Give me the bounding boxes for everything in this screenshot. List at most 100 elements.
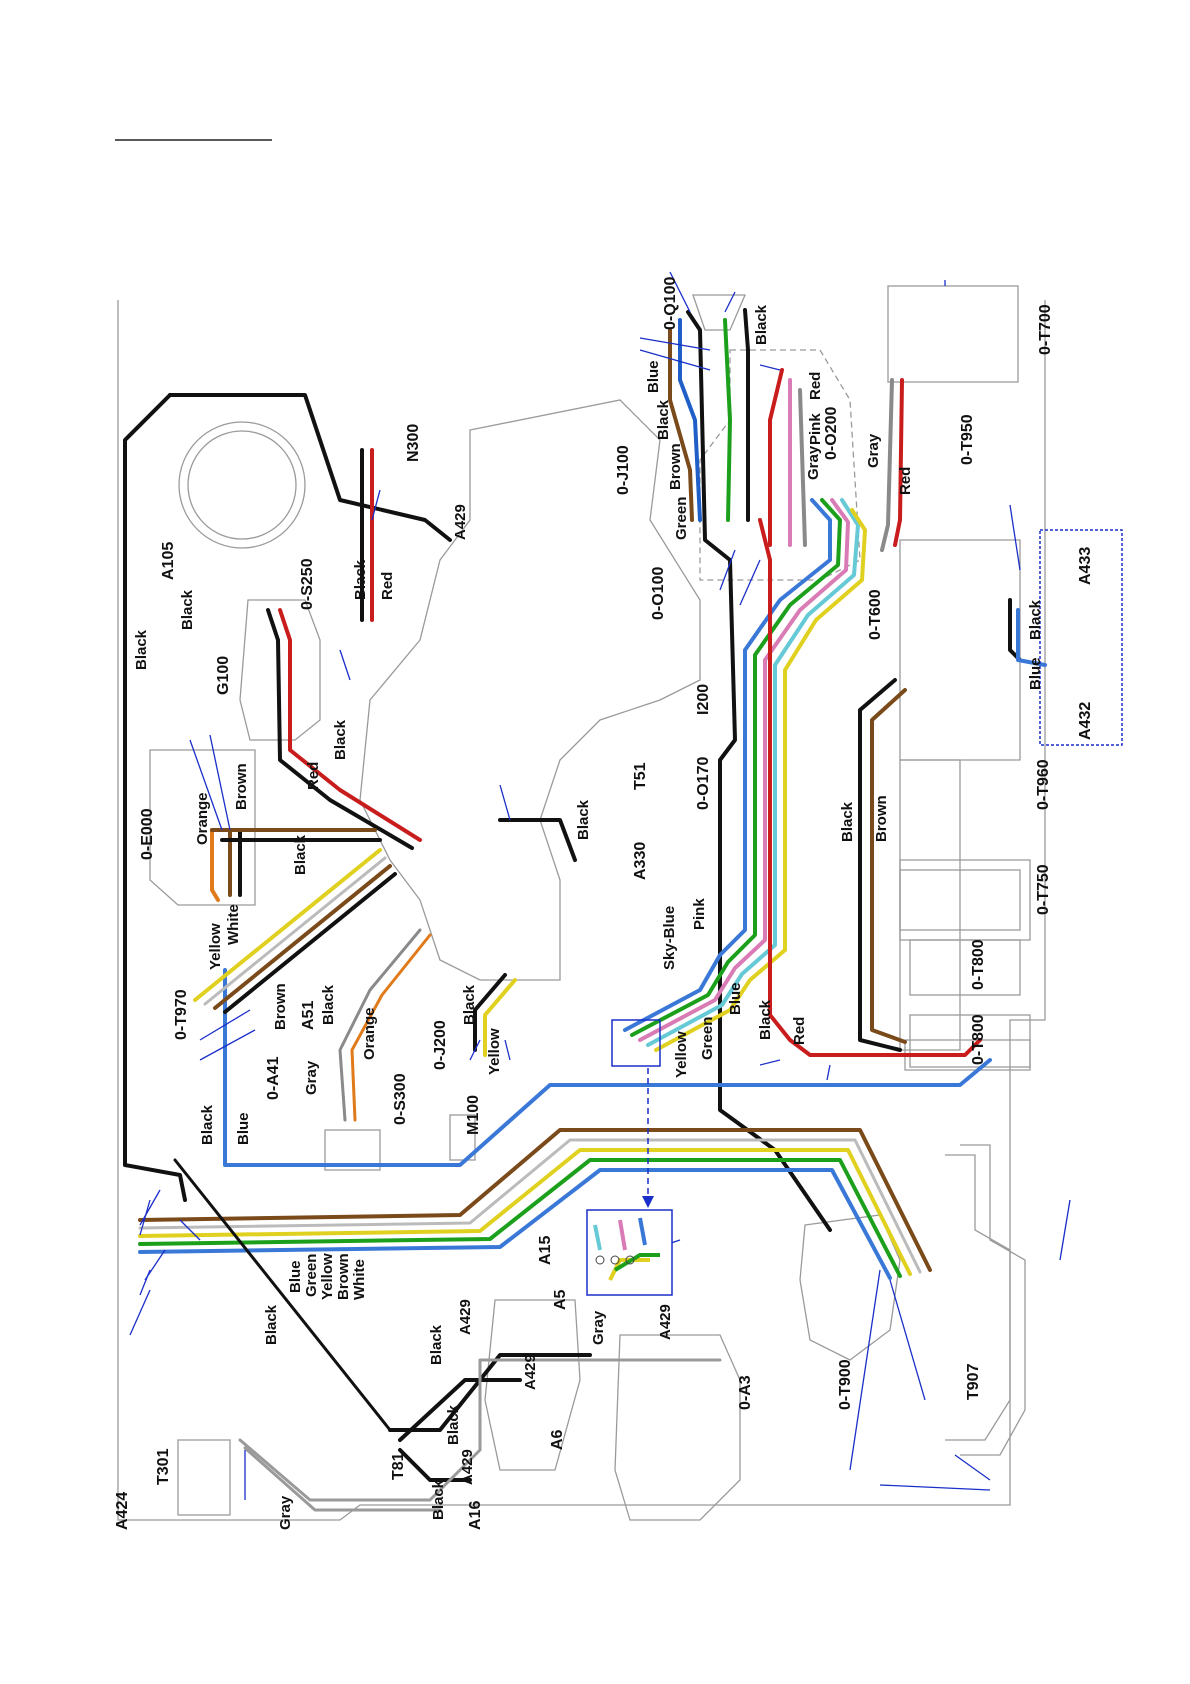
wire-label-blue-mid: Blue <box>727 982 744 1015</box>
wire-label-black-left: Black <box>133 629 150 670</box>
label-T51: T51 <box>632 762 649 790</box>
wire-runs <box>123 308 1047 1512</box>
label-A429-d: A429 <box>459 1449 476 1485</box>
label-0-A3: 0-A3 <box>737 1375 754 1410</box>
label-A5: A5 <box>552 1289 569 1310</box>
a433-a432-box <box>1039 529 1123 746</box>
wire-label-black-j200: Black <box>461 984 478 1025</box>
wire-label-black-t970: Black <box>320 984 337 1025</box>
label-A429-a: A429 <box>457 1299 474 1335</box>
wire-label-yellow-j200: Yellow <box>486 1028 503 1075</box>
wire-label-gray-s300: Gray <box>303 1060 320 1095</box>
component-labels: 0-Q100 0-T700 0-O200 0-J100 N300 A429 A1… <box>114 277 1094 1530</box>
label-0-O200: 0-O200 <box>823 407 840 460</box>
label-A424: A424 <box>114 1492 131 1530</box>
wire-label-black-right: Black <box>839 801 856 842</box>
wire-label-black-q100b: Black <box>753 304 770 345</box>
label-0-T600: 0-T600 <box>867 589 884 640</box>
label-0-O170: 0-O170 <box>695 757 712 810</box>
label-A432: A432 <box>1077 702 1094 740</box>
wire-label-brown-bundle: Brown <box>335 1253 352 1300</box>
wire-label-gray-right: Gray <box>865 433 882 468</box>
wire-label-black-e000: Black <box>292 834 309 875</box>
label-A429-b: A429 <box>657 1304 674 1340</box>
label-A6: A6 <box>549 1429 566 1450</box>
zoom-arrowhead <box>642 1196 654 1208</box>
label-0-E000: 0-E000 <box>139 808 156 860</box>
wire-label-black-mid: Black <box>757 999 774 1040</box>
wire-label-black-a433: Black <box>1027 599 1044 640</box>
wire-label-skyblue: Sky-Blue <box>661 906 678 970</box>
wire-label-green-q100: Green <box>673 497 690 540</box>
wire-label-pink-o200: Pink <box>807 413 824 445</box>
label-A330: A330 <box>632 842 649 880</box>
label-A51: A51 <box>300 1001 317 1030</box>
label-0-T970: 0-T970 <box>173 989 190 1040</box>
label-N300: N300 <box>405 424 422 462</box>
label-G100: G100 <box>215 656 232 695</box>
label-A429-c: A429 <box>522 1354 539 1390</box>
wire-label-black-bottom-a: Black <box>263 1304 280 1345</box>
label-0-T950: 0-T950 <box>959 414 976 465</box>
label-A433: A433 <box>1077 547 1094 585</box>
label-0-T750: 0-T750 <box>1035 864 1052 915</box>
label-T907: T907 <box>965 1363 982 1400</box>
wire-label-red-g100: Red <box>305 762 322 790</box>
wire-label-brown-right: Brown <box>873 795 890 842</box>
label-A16: A16 <box>467 1501 484 1530</box>
label-I200: I200 <box>695 684 712 715</box>
label-0-T700: 0-T700 <box>1037 304 1054 355</box>
wire-label-black-g100: Black <box>332 719 349 760</box>
wire-label-yellow-mid: Yellow <box>673 1031 690 1078</box>
label-0-T900: 0-T900 <box>837 1359 854 1410</box>
wire-label-blue-bundle: Blue <box>287 1260 304 1293</box>
wire-label-red-s250: Red <box>379 572 396 600</box>
label-T81: T81 <box>390 1452 407 1480</box>
wire-label-black-bottom-d: Black <box>430 1479 447 1520</box>
wire-label-brown-q100: Brown <box>667 443 684 490</box>
label-0-S250: 0-S250 <box>299 558 316 610</box>
wire-label-yellow-t970: Yellow <box>207 923 224 970</box>
wire-labels: Blue Black Brown Green Black Red Pink Gr… <box>133 304 1044 1530</box>
wire-label-pink-mid: Pink <box>691 898 708 930</box>
wire-label-gray-bottom-a: Gray <box>590 1310 607 1345</box>
wire-label-red-right: Red <box>897 467 914 495</box>
wire-label-white-bundle: White <box>351 1259 368 1300</box>
wire-label-gray-o200: Gray <box>805 445 822 480</box>
wire-label-orange-s300: Orange <box>361 1007 378 1060</box>
zoom-inset <box>586 1209 673 1296</box>
label-0-A41: 0-A41 <box>265 1056 282 1100</box>
wire-label-black-s300: Black <box>199 1104 216 1145</box>
label-M100: M100 <box>465 1095 482 1135</box>
label-A105: A105 <box>160 542 177 580</box>
wire-label-white-t970: White <box>225 904 242 945</box>
pointer-lines <box>129 271 1071 1500</box>
wire-label-red-mid: Red <box>791 1017 808 1045</box>
wire-label-black-a330: Black <box>575 799 592 840</box>
label-A429-top: A429 <box>452 504 469 540</box>
wire-label-red-o200: Red <box>807 372 824 400</box>
label-0-T960: 0-T960 <box>1035 759 1052 810</box>
connector-highlight <box>611 1019 661 1067</box>
wire-label-black-bottom-c: Black <box>445 1404 462 1445</box>
wire-label-black-bottom-b: Black <box>428 1324 445 1365</box>
label-0-T800-a: 0-T800 <box>970 939 987 990</box>
wire-label-black-s250: Black <box>352 559 369 600</box>
wire-label-blue-q100: Blue <box>645 360 662 393</box>
wire-label-orange-e000: Orange <box>194 792 211 845</box>
label-0-S300: 0-S300 <box>392 1073 409 1125</box>
label-0-T800-b: 0-T800 <box>970 1014 987 1065</box>
wire-label-black-q100: Black <box>655 399 672 440</box>
label-0-J100: 0-J100 <box>615 445 632 495</box>
label-A15: A15 <box>537 1236 554 1265</box>
label-T301: T301 <box>155 1448 172 1485</box>
wire-label-brown-e000: Brown <box>233 763 250 810</box>
wire-label-brown-t970: Brown <box>272 983 289 1030</box>
wire-label-black-a105: Black <box>179 589 196 630</box>
wire-label-blue-s300: Blue <box>235 1112 252 1145</box>
wire-label-blue-a432: Blue <box>1027 657 1044 690</box>
label-0-O100: 0-O100 <box>650 567 667 620</box>
wire-label-green-mid: Green <box>699 1017 716 1060</box>
wire-label-green-bundle: Green <box>303 1254 320 1297</box>
